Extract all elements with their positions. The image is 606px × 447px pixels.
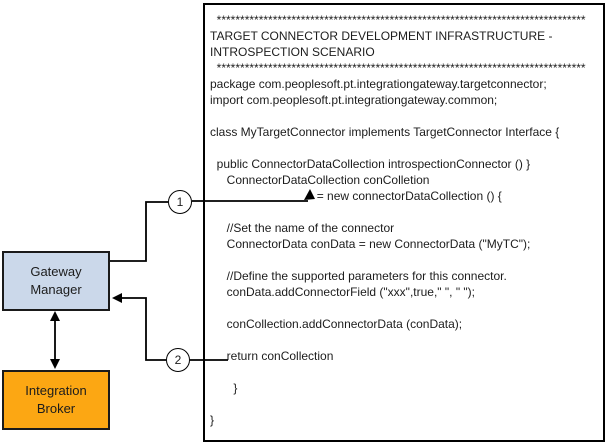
code-line: INTROSPECTION SCENARIO [210, 45, 375, 59]
callout-1-badge: 1 [168, 190, 192, 214]
double-arrow-down-arrowhead-icon [50, 359, 60, 369]
integration-broker-box: Integration Broker [2, 370, 110, 430]
connector-2-left-line [122, 297, 166, 361]
code-panel: ****************************************… [203, 3, 605, 442]
code-line: ****************************************… [210, 61, 586, 75]
code-line: conData.addConnectorField ("xxx",true," … [210, 285, 475, 299]
code-line: class MyTargetConnector implements Targe… [210, 125, 560, 139]
gateway-manager-box: Gateway Manager [2, 251, 110, 311]
gateway-manager-label-line2: Manager [30, 282, 82, 297]
code-line: } [210, 381, 238, 395]
connector-1-left-line [110, 201, 168, 262]
integration-broker-label-line2: Broker [36, 401, 76, 416]
double-arrow-up-arrowhead-icon [50, 311, 60, 321]
code-line: TARGET CONNECTOR DEVELOPMENT INFRASTRUCT… [210, 29, 553, 43]
code-line: //Set the name of the connector [210, 221, 395, 235]
gateway-manager-label-line1: Gateway [30, 264, 82, 279]
code-line: conCollection.addConnectorData (conData)… [210, 317, 463, 331]
code-line: ConnectorData conData = new ConnectorDat… [210, 237, 531, 251]
code-line: return conCollection [210, 349, 334, 363]
code-line: ConnectorDataCollection conColletion [210, 173, 430, 187]
connector-1-arrowhead-icon [304, 189, 315, 200]
code-line: package com.peoplesoft.pt.integrationgat… [210, 77, 547, 91]
connector-2-arrowhead-icon [112, 293, 122, 303]
code-listing: ****************************************… [205, 5, 603, 428]
code-line: //Define the supported parameters for th… [210, 269, 507, 283]
callout-2-badge: 2 [166, 348, 190, 372]
code-line: } [210, 413, 215, 427]
integration-broker-label-line1: Integration [25, 383, 87, 398]
code-line: ****************************************… [210, 13, 586, 27]
code-line: import com.peoplesoft.pt.integrationgate… [210, 93, 498, 107]
code-line: public ConnectorDataCollection introspec… [210, 157, 531, 171]
code-line: = new connectorDataCollection () { [210, 189, 502, 203]
